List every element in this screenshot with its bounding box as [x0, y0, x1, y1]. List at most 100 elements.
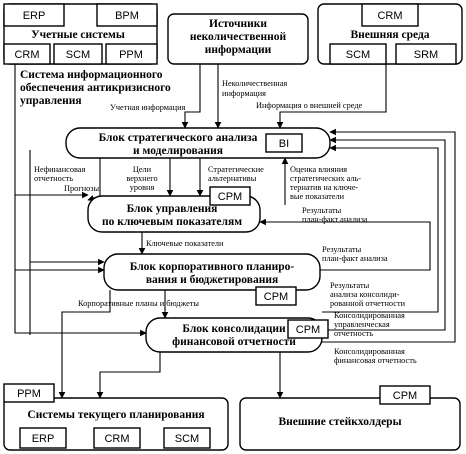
tag-scm-external: [329, 43, 387, 65]
svg-text:Блок корпоративного планиро-: Блок корпоративного планиро-: [130, 261, 295, 273]
svg-text:Ключевые показатели: Ключевые показатели: [146, 239, 224, 248]
svg-text:управления: управления: [20, 95, 82, 107]
svg-text:SCM: SCM: [175, 433, 199, 445]
svg-text:Источники: Источники: [209, 18, 267, 30]
svg-text:Оценка влияния: Оценка влияния: [290, 165, 347, 174]
svg-text:Информация о внешней среде: Информация о внешней среде: [256, 101, 363, 110]
block-consolidation: Блок консолидации финансовой отчетности …: [145, 317, 329, 353]
tag-cpm-consolidation: [287, 319, 329, 339]
tag-crm-current: [93, 427, 141, 449]
current-planning-title: Системы текущего планирования: [27, 409, 204, 421]
arrow-plans-to-current-planning: [58, 290, 111, 399]
svg-text:Корпоративные планы и бюджеты: Корпоративные планы и бюджеты: [78, 299, 199, 308]
svg-text:PPM: PPM: [119, 49, 143, 61]
arrow-consolidation-to-current: [96, 352, 161, 399]
tag-scm-current: [163, 427, 211, 449]
svg-text:CRM: CRM: [14, 49, 39, 61]
svg-text:Цели: Цели: [133, 165, 152, 174]
svg-text:SCM: SCM: [346, 49, 370, 61]
tag-crm: [3, 43, 51, 65]
svg-text:рованной отчетности: рованной отчетности: [330, 299, 406, 308]
arrow-left-loop-to-consolidation: [14, 270, 147, 337]
svg-text:финансовая отчетность: финансовая отчетность: [334, 356, 417, 365]
tag-cpm-planning: [255, 286, 297, 306]
svg-text:ERP: ERP: [32, 433, 55, 445]
svg-text:Результаты: Результаты: [302, 206, 342, 215]
svg-text:вания и бюджетирования: вания и бюджетирования: [146, 274, 278, 286]
svg-text:BPM: BPM: [115, 10, 139, 22]
block-strategic-analysis: Блок стратегического анализа и моделиров…: [65, 127, 331, 159]
svg-text:SRM: SRM: [414, 49, 438, 61]
svg-text:CPM: CPM: [264, 291, 288, 303]
system-title: Система информационного обеспечения анти…: [20, 69, 171, 107]
svg-text:вые показатели: вые показатели: [290, 192, 345, 201]
tag-bpm: [96, 3, 158, 27]
svg-text:Неколичественная: Неколичественная: [222, 79, 287, 88]
arrow-forecasts: [87, 158, 101, 202]
arrow-consolidation-results: [322, 144, 439, 313]
svg-text:обеспечения антикризисного: обеспечения антикризисного: [20, 82, 171, 94]
connectors: [14, 48, 456, 399]
tag-cpm-stakeholders: [379, 385, 431, 405]
tag-cpm-kpi: [209, 186, 251, 206]
svg-text:план-факт анализа: план-факт анализа: [302, 215, 368, 224]
svg-text:Учетная информация: Учетная информация: [110, 103, 186, 112]
svg-text:уровня: уровня: [130, 183, 155, 192]
svg-text:Блок управления: Блок управления: [127, 203, 218, 215]
svg-text:неколичественной: неколичественной: [190, 31, 287, 43]
arrow-consolidation-to-strategic-1: [322, 136, 446, 331]
svg-text:CPM: CPM: [218, 191, 242, 203]
svg-text:Прогнозы: Прогнозы: [64, 184, 100, 193]
svg-text:анализа консолиди-: анализа консолиди-: [330, 290, 400, 299]
svg-text:Консолидированная: Консолидированная: [334, 347, 405, 356]
svg-text:Консолидированная: Консолидированная: [334, 311, 405, 320]
svg-text:информация: информация: [222, 89, 266, 98]
arrow-planning-results-to-kpi: [259, 218, 431, 271]
external-stakeholders-group: CPM Внешние стейкхолдеры: [239, 385, 461, 451]
svg-text:CRM: CRM: [377, 10, 402, 22]
accounting-systems-group: ERP BPM Учетные системы CRM SCM PPM: [3, 3, 158, 65]
svg-text:Нефинансовая: Нефинансовая: [34, 165, 85, 174]
svg-text:Результаты: Результаты: [330, 281, 370, 290]
svg-text:Система информационного: Система информационного: [20, 69, 163, 81]
tag-bi: [265, 133, 303, 153]
svg-text:Блок консолидации: Блок консолидации: [182, 323, 286, 335]
svg-text:CPM: CPM: [296, 324, 320, 336]
arrow-external-to-strategic: [276, 58, 387, 129]
arrow-accounting-to-strategic: [181, 58, 201, 129]
svg-text:Стратегические: Стратегические: [208, 165, 264, 174]
tag-srm-external: [395, 43, 457, 65]
svg-text:CPM: CPM: [393, 390, 417, 402]
tag-erp: [3, 3, 65, 27]
svg-text:информации: информации: [205, 44, 272, 56]
tag-ppm-current: [3, 383, 55, 403]
accounting-systems-title: Учетные системы: [31, 29, 125, 41]
svg-text:CRM: CRM: [104, 433, 129, 445]
external-environment-title: Внешняя среда: [350, 29, 429, 41]
svg-text:финансовой отчетности: финансовой отчетности: [172, 336, 296, 348]
tag-scm: [53, 43, 103, 65]
svg-text:стратегических аль-: стратегических аль-: [290, 174, 361, 183]
svg-text:план-факт анализа: план-факт анализа: [322, 254, 388, 263]
svg-text:управленческая: управленческая: [334, 320, 390, 329]
svg-text:по ключевым показателям: по ключевым показателям: [102, 216, 242, 228]
current-planning-systems-group: PPM Системы текущего планирования ERP CR…: [3, 383, 229, 451]
arrow-consolidation-to-strategic-2: [322, 128, 456, 343]
flow-labels: Учетная информация Неколичественная инфо…: [34, 79, 417, 365]
svg-text:Результаты: Результаты: [322, 245, 362, 254]
svg-text:отчетность: отчетность: [34, 174, 73, 183]
svg-text:Блок стратегического анализа: Блок стратегического анализа: [99, 132, 258, 144]
svg-text:и моделирования: и моделирования: [133, 145, 223, 157]
svg-text:альтернативы: альтернативы: [208, 174, 257, 183]
svg-text:ERP: ERP: [23, 10, 46, 22]
svg-text:SCM: SCM: [66, 49, 90, 61]
external-environment-group: CRM Внешняя среда SCM SRM: [317, 3, 463, 65]
external-stakeholders-title: Внешние стейкхолдеры: [278, 416, 401, 428]
non-quant-sources-group: Источники неколичественной информации: [167, 13, 309, 65]
svg-text:отчетность: отчетность: [334, 329, 373, 338]
block-corporate-planning: Блок корпоративного планиро- вания и бюд…: [103, 253, 321, 306]
svg-text:PPM: PPM: [17, 388, 41, 400]
svg-text:верхнего: верхнего: [126, 174, 157, 183]
block-kpi-management: Блок управления по ключевым показателям …: [87, 186, 261, 233]
tag-ppm: [105, 43, 158, 65]
